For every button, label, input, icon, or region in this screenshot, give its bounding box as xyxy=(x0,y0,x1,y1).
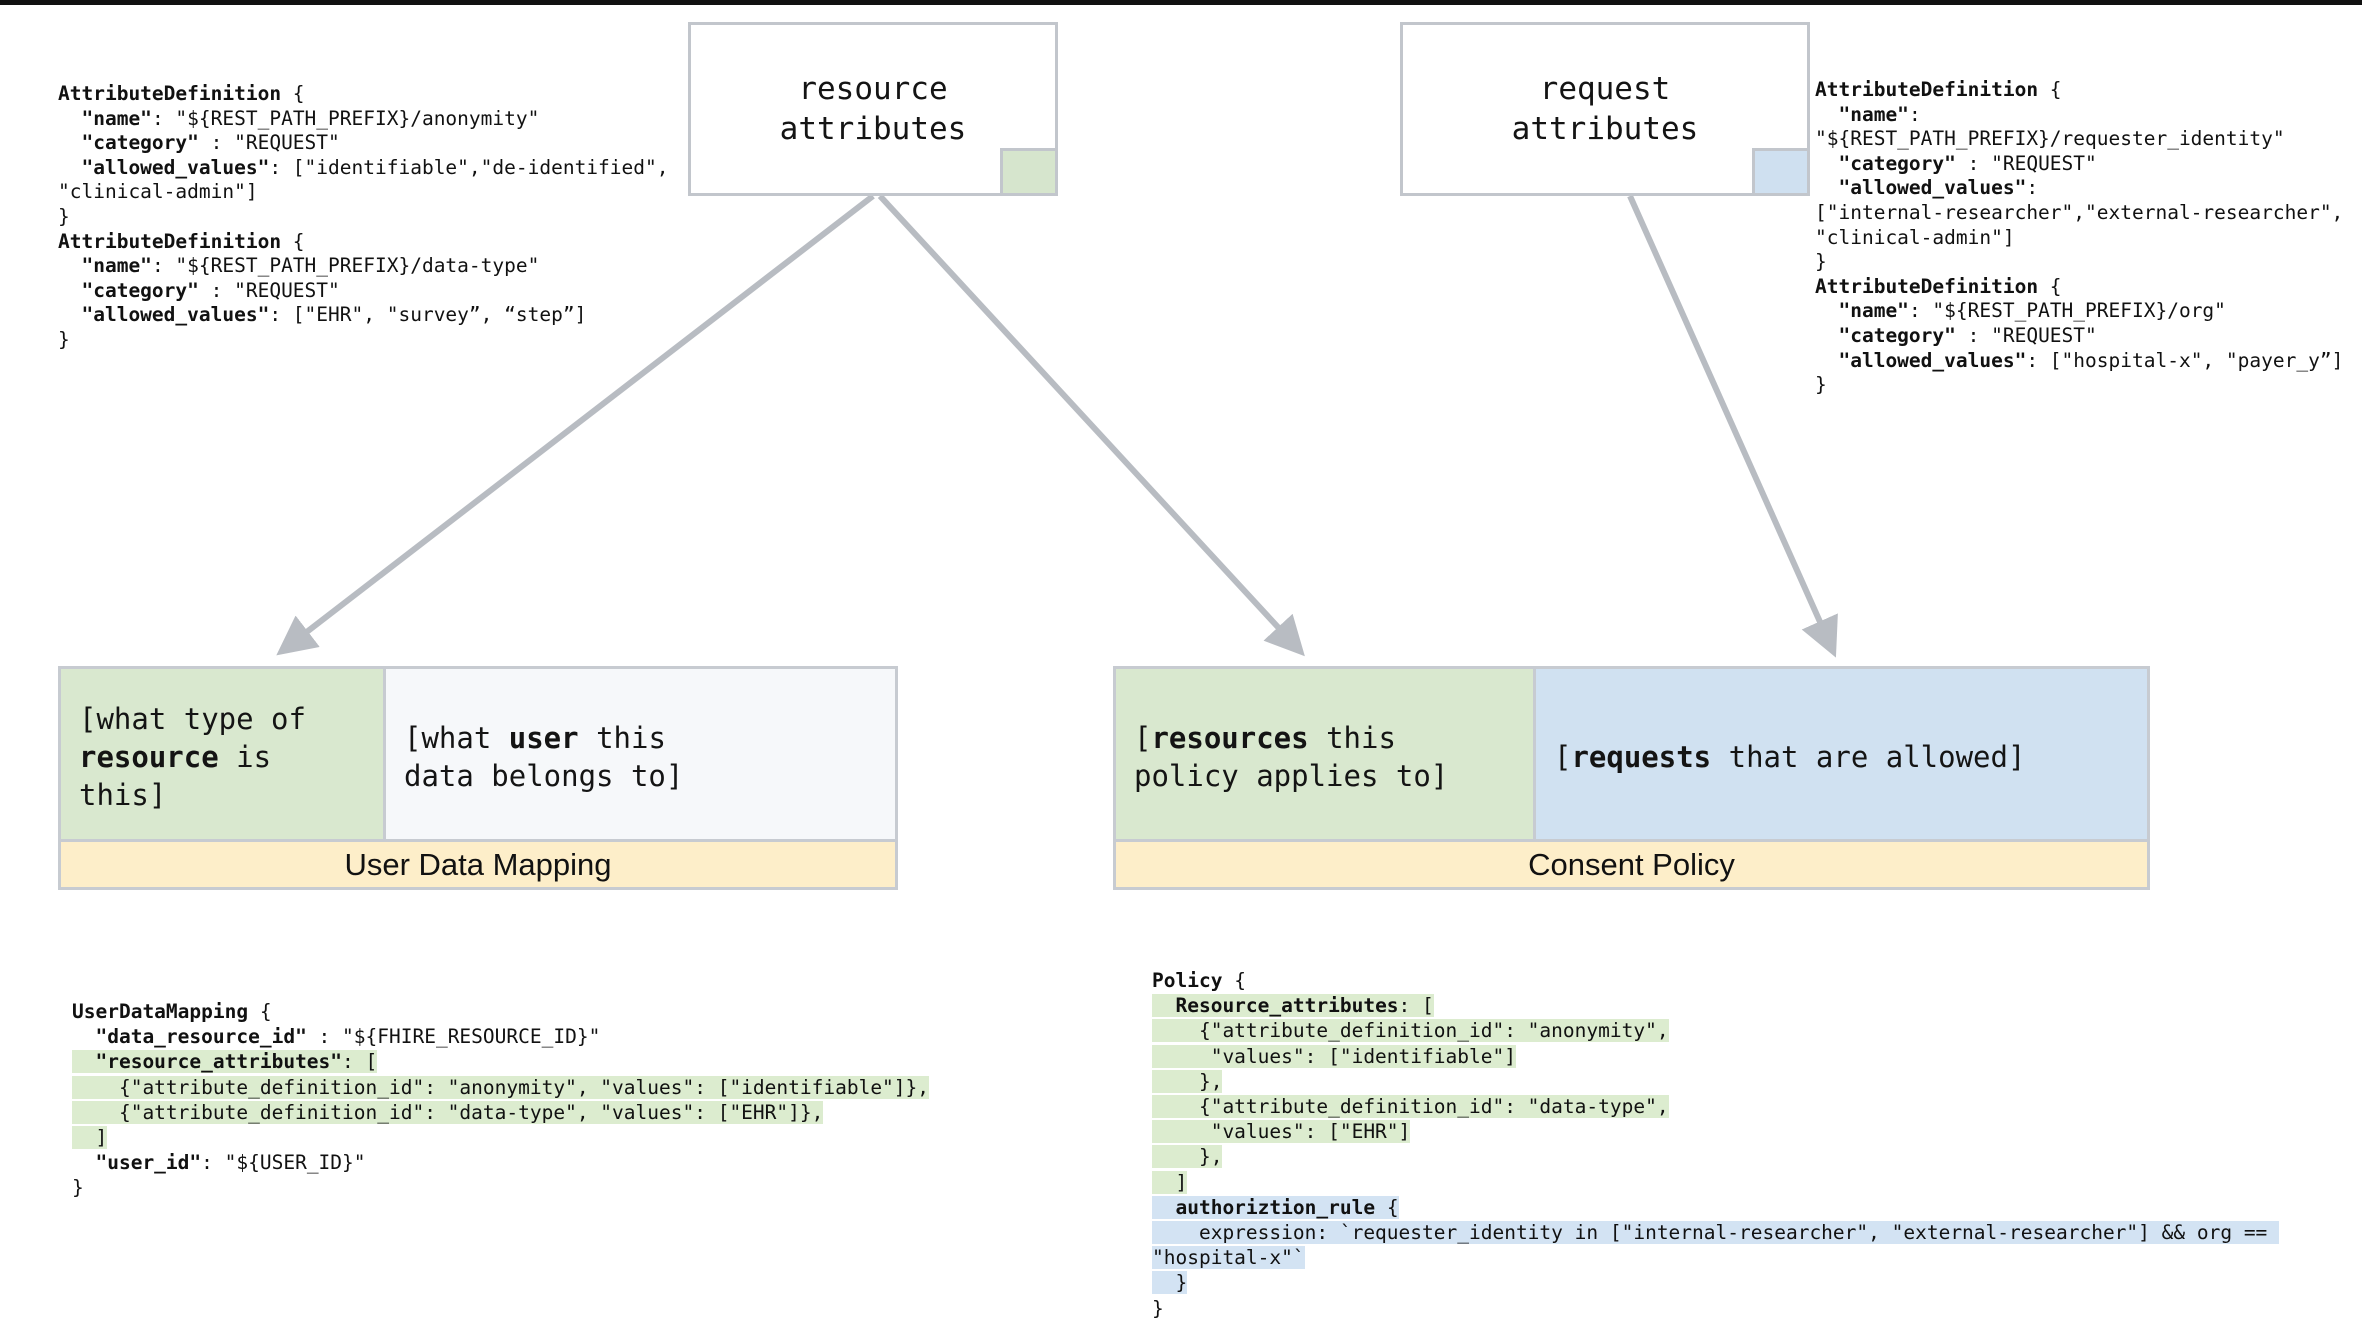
entity-consent-policy-body: [resources this policy applies to] [requ… xyxy=(1116,669,2147,845)
arrow-resource-to-policy xyxy=(877,193,1305,657)
code-line: AttributeDefinition { xyxy=(1815,78,2062,101)
code-line: "allowed_values": ["hospital-x", "payer_… xyxy=(1838,348,2344,372)
code-line: "values": ["identifiable"] xyxy=(1152,1044,1516,1068)
code-line: "category" : "REQUEST" xyxy=(81,278,340,302)
cell-cp-resources[interactable]: [resources this policy applies to] xyxy=(1116,669,1533,845)
code-line: Policy { xyxy=(1152,969,1246,992)
code-line: } xyxy=(58,204,70,228)
code-line: } xyxy=(1152,1271,1188,1295)
request-color-swatch xyxy=(1752,148,1810,196)
code-line: } xyxy=(1152,1296,1164,1320)
code-line: } xyxy=(1815,250,1827,274)
code-line: "category" : "REQUEST" xyxy=(1838,323,2097,347)
cell-udm-user-text: [what user this data belongs to] xyxy=(404,721,684,793)
code-line: "allowed_values": ["EHR", "survey”, “ste… xyxy=(81,303,587,327)
node-resource-attributes[interactable]: resource attributes xyxy=(688,22,1058,196)
resource-color-swatch xyxy=(1000,148,1058,196)
attribute-definitions-right-code: AttributeDefinition { "name":"${REST_PAT… xyxy=(1815,78,2355,398)
code-line: }, xyxy=(1152,1069,1223,1093)
code-line: expression: `requester_identity in ["int… xyxy=(1152,1221,2280,1270)
code-line: {"attribute_definition_id": "data-type", xyxy=(1152,1095,1669,1119)
cell-cp-requests-text: [requests that are allowed] xyxy=(1554,740,2026,774)
code-line: "category" : "REQUEST" xyxy=(1838,151,2097,175)
code-line: ] xyxy=(1152,1170,1188,1194)
code-line: AttributeDefinition { xyxy=(58,82,305,105)
node-request-attributes[interactable]: request attributes xyxy=(1400,22,1810,196)
policy-code: Policy { Resource_attributes: [ {"attrib… xyxy=(1152,968,2362,1321)
code-line: "values": ["EHR"] xyxy=(1152,1120,1411,1144)
code-line: ["internal-researcher","external-researc… xyxy=(1815,200,2344,224)
code-line: } xyxy=(58,327,70,351)
entity-user-data-mapping-label: User Data Mapping xyxy=(61,839,895,887)
cell-cp-resources-text: [resources this policy applies to] xyxy=(1134,721,1449,793)
code-line: "name": "${REST_PATH_PREFIX}/anonymity" xyxy=(81,106,540,130)
code-line: "name": xyxy=(1838,102,1921,126)
code-line: "category" : "REQUEST" xyxy=(81,131,340,155)
node-request-attributes-label: request attributes xyxy=(1511,71,1699,147)
code-line: "resource_attributes": [ xyxy=(72,1049,972,1074)
arrow-request-to-policy xyxy=(1627,194,1838,658)
cell-cp-requests[interactable]: [requests that are allowed] xyxy=(1533,669,2147,845)
code-line: }, xyxy=(1152,1145,1223,1169)
code-line: "clinical-admin"] xyxy=(58,180,258,204)
code-line: "name": "${REST_PATH_PREFIX}/org" xyxy=(1838,299,2226,323)
code-line: ] xyxy=(72,1126,108,1150)
entity-consent-policy[interactable]: [resources this policy applies to] [requ… xyxy=(1113,666,2150,890)
entity-consent-policy-label: Consent Policy xyxy=(1116,839,2147,887)
code-line: {"attribute_definition_id": "data-type",… xyxy=(72,1100,824,1124)
code-line: {"attribute_definition_id": "anonymity",… xyxy=(72,1075,930,1099)
code-line: "${REST_PATH_PREFIX}/requester_identity" xyxy=(1815,127,2285,151)
attribute-definitions-left-code: AttributeDefinition { "name": "${REST_PA… xyxy=(58,82,698,353)
cell-udm-resource-text: [what type of resource is this] xyxy=(79,702,306,812)
code-line: "user_id": "${USER_ID}" xyxy=(95,1151,366,1175)
code-line: "allowed_values": xyxy=(1838,176,2039,200)
code-line: Resource_attributes: [ xyxy=(1152,993,2362,1018)
code-line: "clinical-admin"] xyxy=(1815,225,2015,249)
code-line: AttributeDefinition { xyxy=(1815,274,2062,298)
code-line: } xyxy=(1815,373,1827,397)
entity-user-data-mapping[interactable]: [what type of resource is this] [what us… xyxy=(58,666,898,890)
code-line: AttributeDefinition { xyxy=(58,229,305,253)
top-black-bar xyxy=(0,0,2362,5)
code-line: "name": "${REST_PATH_PREFIX}/data-type" xyxy=(81,254,540,278)
code-line: {"attribute_definition_id": "anonymity", xyxy=(1152,1019,1669,1043)
user-data-mapping-code: UserDataMapping { "data_resource_id" : "… xyxy=(72,999,972,1201)
cell-udm-user[interactable]: [what user this data belongs to] xyxy=(383,669,895,845)
code-line: UserDataMapping { xyxy=(72,1000,272,1023)
code-line: } xyxy=(72,1176,84,1200)
node-resource-attributes-label: resource attributes xyxy=(779,71,967,147)
code-line: "allowed_values": ["identifiable","de-id… xyxy=(81,155,669,179)
code-line: authoriztion_rule { xyxy=(1152,1195,2362,1220)
cell-udm-resource[interactable]: [what type of resource is this] xyxy=(61,669,383,845)
code-line: "data_resource_id" : "${FHIRE_RESOURCE_I… xyxy=(95,1025,601,1049)
entity-user-data-mapping-body: [what type of resource is this] [what us… xyxy=(61,669,895,845)
